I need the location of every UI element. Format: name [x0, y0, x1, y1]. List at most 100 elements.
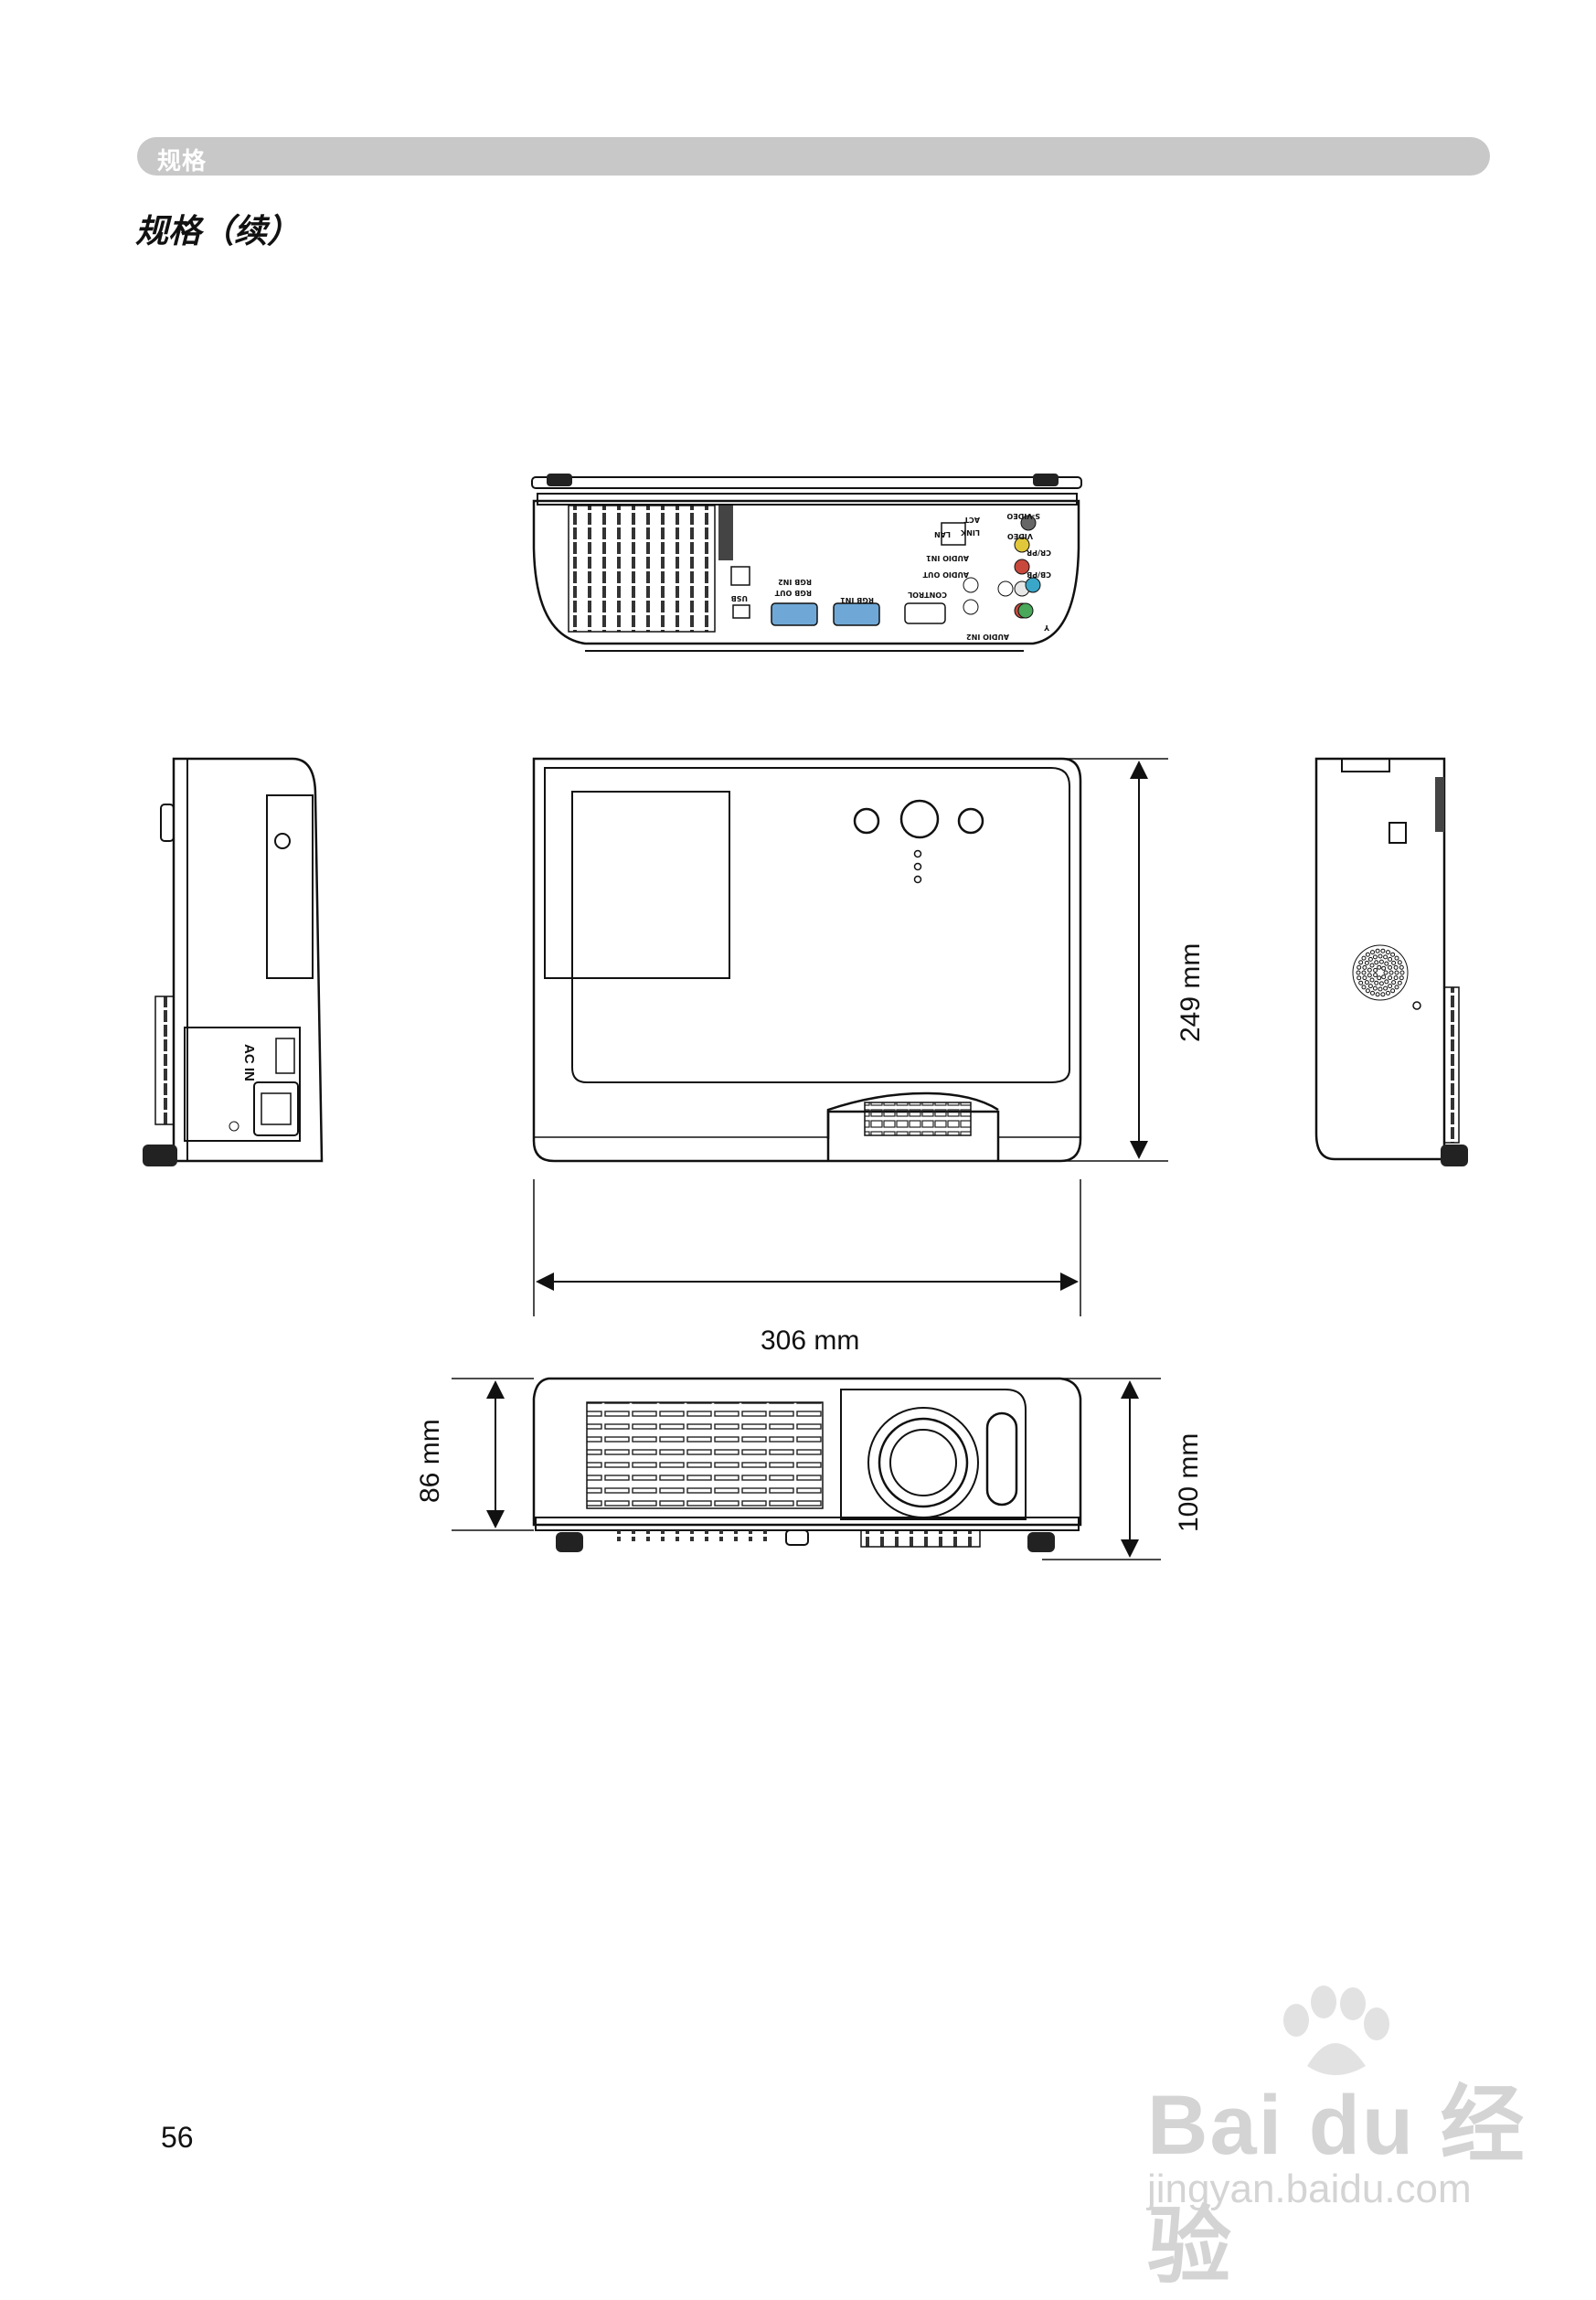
rear-label-rgb-in2: RGB IN2	[778, 578, 812, 586]
speaker-hole	[1361, 955, 1367, 961]
speaker-hole	[1375, 992, 1380, 997]
speaker-hole	[1373, 973, 1378, 978]
rear-label-link: LINK	[960, 528, 980, 537]
speaker-hole	[1390, 988, 1396, 994]
speaker-hole	[1365, 988, 1370, 994]
speaker-hole	[1357, 975, 1362, 981]
speaker-hole	[1390, 952, 1396, 957]
speaker-hole	[1388, 984, 1393, 989]
rear-label-lan: LAN	[934, 530, 951, 538]
rear-label-usb: USB	[731, 594, 748, 602]
speaker-hole	[1364, 960, 1369, 965]
top-view-drawing	[532, 757, 1082, 1163]
section-header-label: 规格	[157, 148, 207, 176]
speaker-hole	[1384, 979, 1389, 985]
rear-label-cb-pb: CB/PB	[1027, 570, 1051, 579]
speaker-hole	[1383, 954, 1389, 960]
speaker-hole	[1381, 974, 1387, 980]
right-side-view-drawing	[1314, 757, 1468, 1166]
dimension-lines: 249 mm 306 mm 86 mm 100 mm	[415, 758, 1206, 1560]
speaker-hole	[1372, 954, 1378, 960]
watermark-url: jingyan.baidu.com	[1147, 2167, 1472, 2211]
speaker-grille	[1356, 948, 1405, 997]
speaker-hole	[1394, 970, 1399, 975]
speaker-hole	[1372, 985, 1378, 991]
speaker-hole	[1369, 963, 1375, 968]
speaker-hole	[1399, 964, 1404, 970]
speaker-hole	[1358, 960, 1364, 965]
section-header-bar: 规格	[137, 137, 1490, 176]
speaker-hole	[1389, 970, 1394, 975]
speaker-hole	[1362, 975, 1367, 981]
left-side-view-drawing: AC IN	[143, 757, 324, 1166]
speaker-hole	[1374, 980, 1379, 985]
speaker-hole	[1357, 964, 1362, 970]
projector-dimension-drawings: S-VIDEO ACT LINK LAN VIDEO CR/PR CB/PB Y…	[143, 474, 1468, 1560]
speaker-hole	[1378, 981, 1384, 986]
speaker-hole	[1367, 973, 1372, 978]
speaker-hole	[1378, 986, 1383, 992]
rear-label-rgb-in1: RGB IN1	[840, 596, 874, 604]
speaker-hole	[1383, 985, 1389, 991]
speaker-hole	[1388, 964, 1393, 970]
speaker-hole	[1378, 953, 1383, 959]
speaker-hole	[1391, 960, 1397, 965]
body-height-dimension-label: 86 mm	[415, 1419, 445, 1503]
speaker-hole	[1394, 985, 1399, 990]
speaker-hole	[1367, 967, 1372, 973]
speaker-hole	[1362, 964, 1367, 970]
speaker-hole	[1381, 965, 1387, 971]
rear-view-drawing: S-VIDEO ACT LINK LAN VIDEO CR/PR CB/PB Y…	[531, 474, 1082, 652]
speaker-hole	[1370, 950, 1375, 955]
speaker-hole	[1388, 975, 1393, 981]
rear-label-act: ACT	[963, 516, 980, 524]
speaker-hole	[1380, 992, 1386, 997]
side-label-ac-in: AC IN	[241, 1044, 257, 1081]
page-number: 56	[161, 2121, 194, 2154]
total-height-dimension-label: 100 mm	[1174, 1433, 1204, 1532]
speaker-hole	[1399, 970, 1405, 975]
rear-label-s-video: S-VIDEO	[1006, 512, 1040, 520]
speaker-hole	[1399, 975, 1404, 981]
width-dimension-label: 306 mm	[761, 1326, 859, 1356]
rear-label-audio-in1: AUDIO IN1	[926, 554, 969, 562]
speaker-hole	[1369, 977, 1375, 983]
speaker-hole	[1365, 952, 1370, 957]
speaker-hole	[1374, 960, 1379, 965]
speaker-hole	[1397, 960, 1402, 965]
speaker-hole	[1361, 985, 1367, 990]
rear-label-cr-pr: CR/PR	[1027, 548, 1051, 557]
rear-label-control: CONTROL	[908, 591, 947, 599]
speaker-hole	[1393, 975, 1399, 981]
rear-label-rgb-out: RGB OUT	[774, 589, 812, 597]
rear-label-video: VIDEO	[1007, 532, 1033, 540]
speaker-hole	[1356, 970, 1361, 975]
rear-label-y: Y	[1044, 623, 1050, 632]
speaker-hole	[1377, 964, 1382, 970]
speaker-hole	[1391, 980, 1397, 985]
rear-label-audio-out: AUDIO OUT	[922, 570, 969, 579]
depth-dimension-label: 249 mm	[1176, 943, 1206, 1042]
speaker-hole	[1367, 956, 1373, 962]
speaker-hole	[1386, 950, 1390, 955]
front-view-drawing	[532, 1377, 1082, 1552]
speaker-hole	[1367, 984, 1373, 989]
speaker-hole	[1394, 955, 1399, 961]
speaker-hole	[1377, 975, 1382, 981]
speaker-hole	[1370, 990, 1375, 996]
speaker-hole	[1393, 964, 1399, 970]
speaker-hole	[1397, 980, 1402, 985]
speaker-hole	[1375, 948, 1380, 953]
speaker-hole	[1383, 970, 1389, 975]
page-title: 规格（续）	[135, 213, 301, 250]
speaker-hole	[1386, 990, 1390, 996]
speaker-hole	[1378, 959, 1384, 964]
speaker-hole	[1364, 980, 1369, 985]
speaker-hole	[1388, 956, 1393, 962]
speaker-hole	[1358, 980, 1364, 985]
speaker-hole	[1361, 970, 1367, 975]
rear-label-audio-in2: AUDIO IN2	[966, 633, 1009, 641]
baidu-paw-icon	[1283, 1986, 1389, 2075]
speaker-hole	[1380, 948, 1386, 953]
speaker-hole	[1373, 967, 1378, 973]
